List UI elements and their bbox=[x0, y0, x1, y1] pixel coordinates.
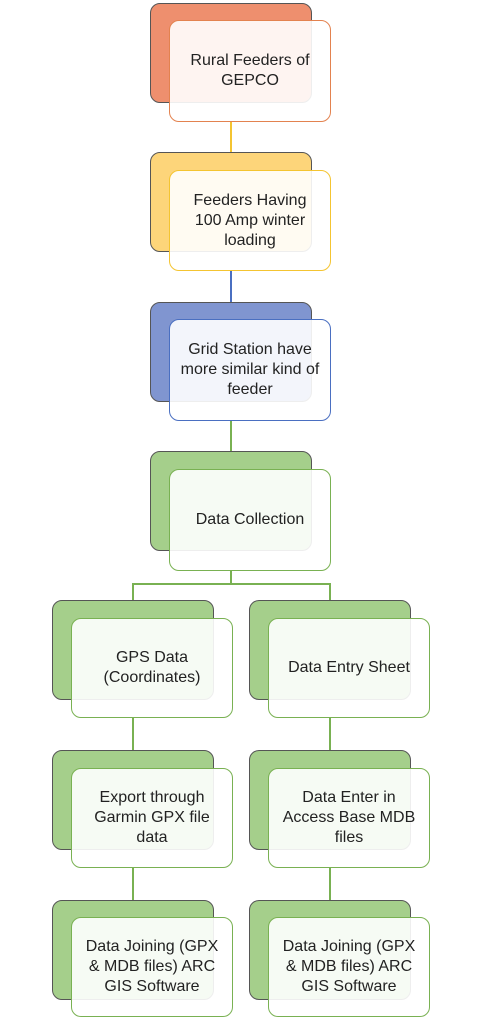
node-data-collection: Data Collection bbox=[169, 469, 331, 571]
node-joining-right-label: Data Joining (GPX & MDB files) ARC GIS S… bbox=[282, 938, 416, 995]
connector-3-4 bbox=[230, 421, 232, 451]
connector-2-3 bbox=[230, 271, 232, 302]
connector-5-7 bbox=[132, 718, 134, 750]
node-export-gpx: Export through Garmin GPX file data bbox=[71, 768, 233, 868]
node-data-entry-label: Data Entry Sheet bbox=[288, 659, 410, 676]
node-100amp: Feeders Having 100 Amp winter loading bbox=[169, 170, 331, 271]
node-grid-station: Grid Station have more similar kind of f… bbox=[169, 319, 331, 421]
node-data-collection-label: Data Collection bbox=[195, 511, 305, 528]
node-joining-left-label: Data Joining (GPX & MDB files) ARC GIS S… bbox=[85, 938, 219, 995]
node-access-mdb: Data Enter in Access Base MDB files bbox=[268, 768, 430, 868]
node-100amp-label: Feeders Having 100 Amp winter loading bbox=[193, 191, 307, 249]
node-data-entry: Data Entry Sheet bbox=[268, 618, 430, 718]
connector-split-right bbox=[329, 583, 331, 600]
node-rural-feeders: Rural Feeders of GEPCO bbox=[169, 20, 331, 122]
connector-6-8 bbox=[329, 718, 331, 750]
connector-8-10 bbox=[329, 868, 331, 900]
connector-7-9 bbox=[132, 868, 134, 900]
node-gps-data: GPS Data (Coordinates) bbox=[71, 618, 233, 718]
node-joining-right: Data Joining (GPX & MDB files) ARC GIS S… bbox=[268, 917, 430, 1017]
node-export-gpx-label: Export through Garmin GPX file data bbox=[94, 789, 210, 846]
node-joining-left: Data Joining (GPX & MDB files) ARC GIS S… bbox=[71, 917, 233, 1017]
connector-4-split bbox=[230, 571, 232, 584]
connector-split-left bbox=[132, 583, 134, 600]
node-grid-station-label: Grid Station have more similar kind of f… bbox=[180, 341, 320, 398]
node-gps-data-label: GPS Data (Coordinates) bbox=[103, 649, 201, 686]
node-rural-feeders-label: Rural Feeders of GEPCO bbox=[190, 52, 310, 89]
connector-split-horizontal bbox=[132, 583, 331, 585]
node-access-mdb-label: Data Enter in Access Base MDB files bbox=[282, 789, 416, 846]
connector-1-2 bbox=[230, 122, 232, 152]
